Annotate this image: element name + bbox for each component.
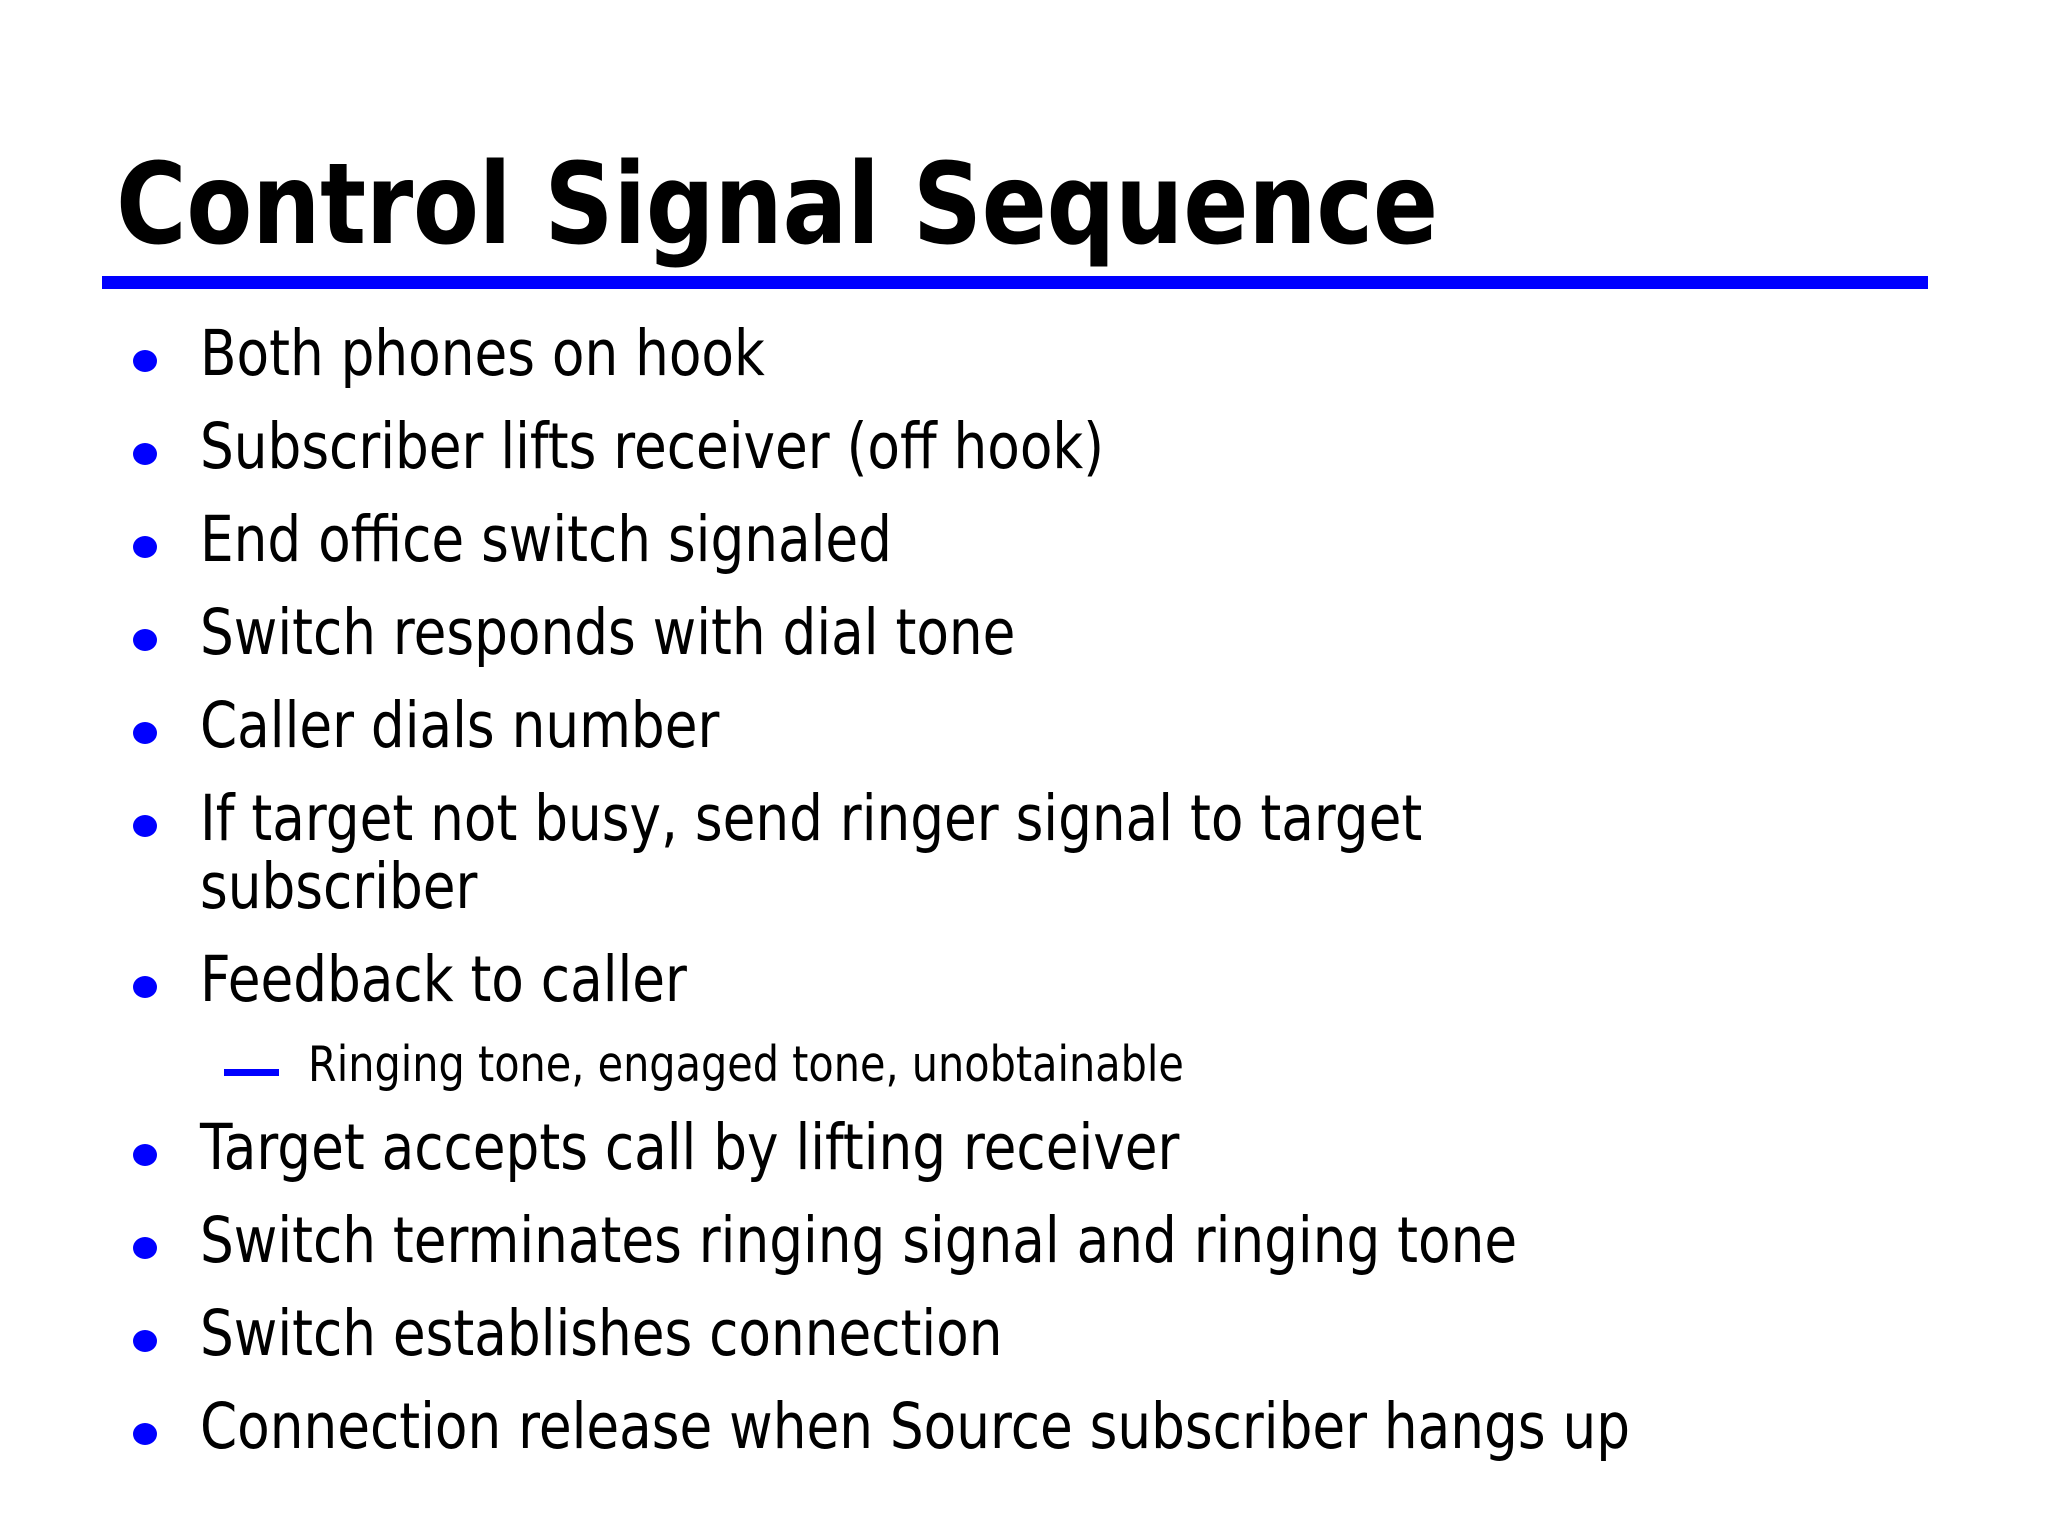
list-item: Target accepts call by lifting receiver	[118, 1114, 1998, 1182]
slide-title-block: Control Signal Sequence	[102, 140, 1928, 290]
list-item-label: If target not busy, send ringer signal t…	[200, 782, 1423, 924]
blue-dot-bullet-icon	[133, 443, 157, 466]
title-underline-rule	[102, 276, 1928, 290]
sub-list-item: Ringing tone, engaged tone, unobtainable	[118, 1036, 1998, 1094]
list-item: If target not busy, send ringer signal t…	[118, 785, 1998, 921]
list-item-label: Switch responds with dial tone	[200, 596, 1016, 670]
slide-bullet-list: Both phones on hook Subscriber lifts rec…	[118, 317, 1998, 1461]
list-item: Connection release when Source subscribe…	[118, 1393, 1998, 1461]
sub-list-item-label: Ringing tone, engaged tone, unobtainable	[308, 1036, 1184, 1094]
list-item: Feedback to caller	[118, 946, 1998, 1014]
blue-dot-bullet-icon	[133, 629, 157, 652]
list-item-label: End office switch signaled	[200, 503, 892, 577]
list-item: Both phones on hook	[118, 317, 1998, 390]
list-item: Switch establishes connection	[118, 1300, 1998, 1368]
list-item-label: Subscriber lifts receiver (off hook)	[200, 410, 1105, 484]
page-title: Control Signal Sequence	[116, 140, 1438, 270]
list-item: Switch terminates ringing signal and rin…	[118, 1207, 1998, 1275]
list-item-label: Caller dials number	[200, 689, 720, 763]
blue-dot-bullet-icon	[133, 1423, 157, 1446]
list-item-label: Feedback to caller	[200, 943, 687, 1017]
blue-dot-bullet-icon	[133, 350, 157, 372]
blue-dash-bullet-icon	[224, 1069, 279, 1077]
blue-dot-bullet-icon	[133, 1330, 157, 1353]
list-item: Caller dials number	[118, 692, 1998, 760]
blue-dot-bullet-icon	[133, 722, 157, 745]
blue-dot-bullet-icon	[133, 815, 157, 838]
list-item-label: Target accepts call by lifting receiver	[200, 1111, 1180, 1185]
blue-dot-bullet-icon	[133, 1144, 157, 1167]
blue-dot-bullet-icon	[133, 976, 157, 999]
list-item-label: Connection release when Source subscribe…	[200, 1390, 1631, 1464]
list-item: Switch responds with dial tone	[118, 599, 1998, 667]
blue-dot-bullet-icon	[133, 536, 157, 559]
list-item-label: Both phones on hook	[200, 317, 765, 390]
list-item-label: Switch establishes connection	[200, 1297, 1003, 1371]
list-item: End office switch signaled	[118, 506, 1998, 574]
blue-dot-bullet-icon	[133, 1237, 157, 1260]
list-item-label: Switch terminates ringing signal and rin…	[200, 1204, 1518, 1278]
list-item: Subscriber lifts receiver (off hook)	[118, 410, 1998, 484]
